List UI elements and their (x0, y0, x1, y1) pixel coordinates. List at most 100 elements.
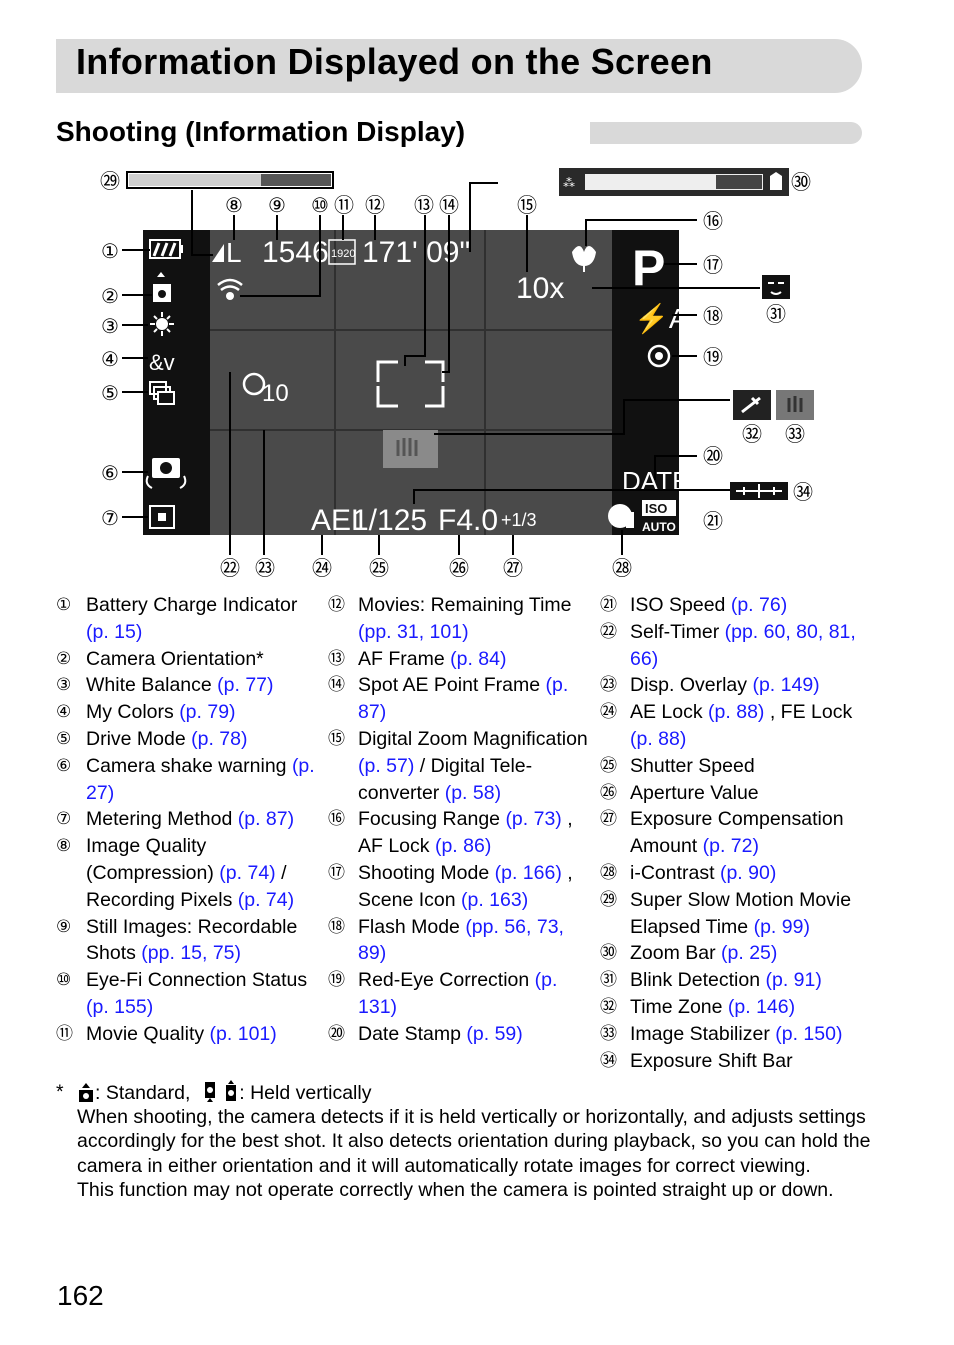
legend-label: Camera shake warning (86, 754, 287, 777)
legend-number: ⑯ (328, 809, 345, 829)
footnote-paragraph-2: This function may not operate correctly … (77, 1178, 834, 1201)
page-reference-link[interactable]: (p. 15) (86, 620, 143, 643)
camera-vertical-right-icon (226, 1080, 237, 1101)
callout-18: ⑱ (703, 304, 723, 328)
page-reference-link[interactable]: (p. 87) (358, 674, 569, 724)
zoom-tele-icon (770, 172, 782, 190)
page-reference-link[interactable]: (p. 88) (708, 701, 765, 724)
legend-number: ⑭ (328, 675, 345, 695)
callout-33: ㉝ (785, 422, 805, 446)
legend-label: Disp. Overlay (630, 674, 748, 697)
legend-label: Metering Method (86, 808, 233, 831)
legend-label: Still Images: Recordable Shots (86, 915, 298, 965)
page-reference-link[interactable]: (p. 59) (466, 1022, 523, 1045)
exposure-compensation: +1/3 (501, 510, 537, 530)
page-reference-link[interactable]: (p. 76) (730, 594, 788, 616)
page-reference-link[interactable]: (p. 87) (237, 808, 295, 831)
callout-10: ⑩ (311, 193, 329, 217)
page-reference-link[interactable]: (p. 91) (765, 969, 822, 992)
legend-text: Image Quality (Compression) (p. 74) / Re… (86, 833, 318, 913)
my-colors-icon: &v (149, 350, 175, 375)
page-reference-link[interactable]: (p. 163) (461, 888, 529, 911)
i-contrast-icon (608, 504, 634, 528)
legend-text: AF Frame (p. 84) (358, 646, 593, 673)
camera-shake-icon (145, 458, 187, 489)
page-reference-link[interactable]: (p. 149) (752, 674, 820, 697)
legend-text: Exposure Compensation Amount (p. 72) (630, 806, 870, 860)
legend-label: Shutter Speed (630, 754, 755, 777)
page-reference-link[interactable]: (p. 146) (727, 995, 796, 1018)
page-reference-link[interactable]: (p. 78) (191, 727, 248, 750)
page-reference-link[interactable]: (p. 101) (209, 1022, 277, 1045)
callout-13: ⑬ (414, 193, 434, 217)
legend-item: ㉝ Image Stabilizer (p. 150) (600, 1021, 870, 1048)
callout-24: ㉔ (312, 556, 332, 580)
legend-label: Self-Timer (630, 620, 720, 643)
page-reference-link[interactable]: (p. 155) (86, 995, 154, 1018)
iso-label: ISO (645, 501, 667, 516)
legend-text: Time Zone (p. 146) (630, 994, 870, 1021)
callout-26: ㉖ (449, 556, 469, 580)
legend-text: ISO Speed (p. 76) (630, 592, 870, 619)
page-reference-link[interactable]: (p. 99) (753, 915, 810, 938)
legend-label: Image Stabilizer (630, 1022, 770, 1045)
legend-label: Blink Detection (630, 969, 761, 992)
page-reference-link[interactable]: (p. 74) (237, 888, 295, 911)
page-reference-link[interactable]: (p. 74) (219, 861, 276, 884)
page-reference-link[interactable]: (p. 73) (505, 808, 562, 831)
legend-text: My Colors (p. 79) (86, 699, 318, 726)
legend-label: Image Quality (Compression) (86, 835, 214, 884)
legend-number: ㉝ (600, 1023, 617, 1043)
legend-label: Drive Mode (86, 727, 186, 750)
legend-label: Eye-Fi Connection Status (86, 969, 308, 992)
legend-label: My Colors (86, 701, 174, 724)
page-reference-link[interactable]: (p. 27) (86, 754, 315, 804)
page-reference-link[interactable]: (pp. 60, 80, 81, 66) (630, 620, 856, 670)
page-reference-link[interactable]: (p. 58) (444, 781, 502, 804)
iso-box (642, 500, 676, 516)
legend-label: / Recording Pixels (86, 861, 287, 911)
legend-label: Battery Charge Indicator (86, 594, 298, 616)
legend-number: ㉞ (600, 1050, 617, 1070)
page-reference-link[interactable]: (pp. 31, 101) (358, 620, 469, 643)
legend-text: Camera Orientation* (86, 646, 318, 673)
page-reference-link[interactable]: (p. 131) (358, 969, 558, 1018)
page-reference-link[interactable]: (p. 166) (494, 861, 562, 884)
legend-number: ⑬ (328, 648, 345, 668)
legend-number: ㉔ (600, 702, 617, 722)
remaining-time: 171' 09" (362, 236, 470, 269)
legend-label: Red-Eye Correction (358, 969, 530, 992)
legend-text: Camera shake warning (p. 27) (86, 753, 318, 807)
page-reference-link[interactable]: (p. 77) (217, 674, 274, 697)
legend-number: ⑥ (56, 755, 72, 775)
legend-number: ⑩ (56, 970, 72, 990)
legend-text: Red-Eye Correction (p. 131) (358, 967, 593, 1021)
callout-29: ㉙ (100, 169, 120, 193)
page-reference-link[interactable]: (p. 79) (179, 701, 236, 724)
page-reference-link[interactable]: (pp. 56, 73, 89) (358, 915, 564, 965)
page-reference-link[interactable]: (p. 86) (434, 835, 492, 858)
page-reference-link[interactable]: (p. 90) (719, 861, 777, 884)
legend-item: ⑩ Eye-Fi Connection Status (p. 155) (56, 967, 318, 1021)
page-reference-link[interactable]: (p. 72) (702, 835, 759, 858)
page-reference-link[interactable]: (pp. 15, 75) (141, 942, 242, 965)
page-reference-link[interactable]: (p. 84) (450, 647, 507, 670)
page-reference-link[interactable]: (p. 25) (721, 942, 778, 965)
compression-icon (212, 244, 224, 262)
page-reference-link[interactable]: (p. 57) (358, 754, 415, 777)
legend-label: , AF Lock (358, 808, 573, 858)
page-reference-link[interactable]: (p. 88) (630, 727, 687, 750)
callout-9: ⑨ (268, 193, 286, 217)
legend-number: ㉖ (600, 782, 617, 802)
page-reference-link[interactable]: (p. 150) (775, 1022, 843, 1045)
